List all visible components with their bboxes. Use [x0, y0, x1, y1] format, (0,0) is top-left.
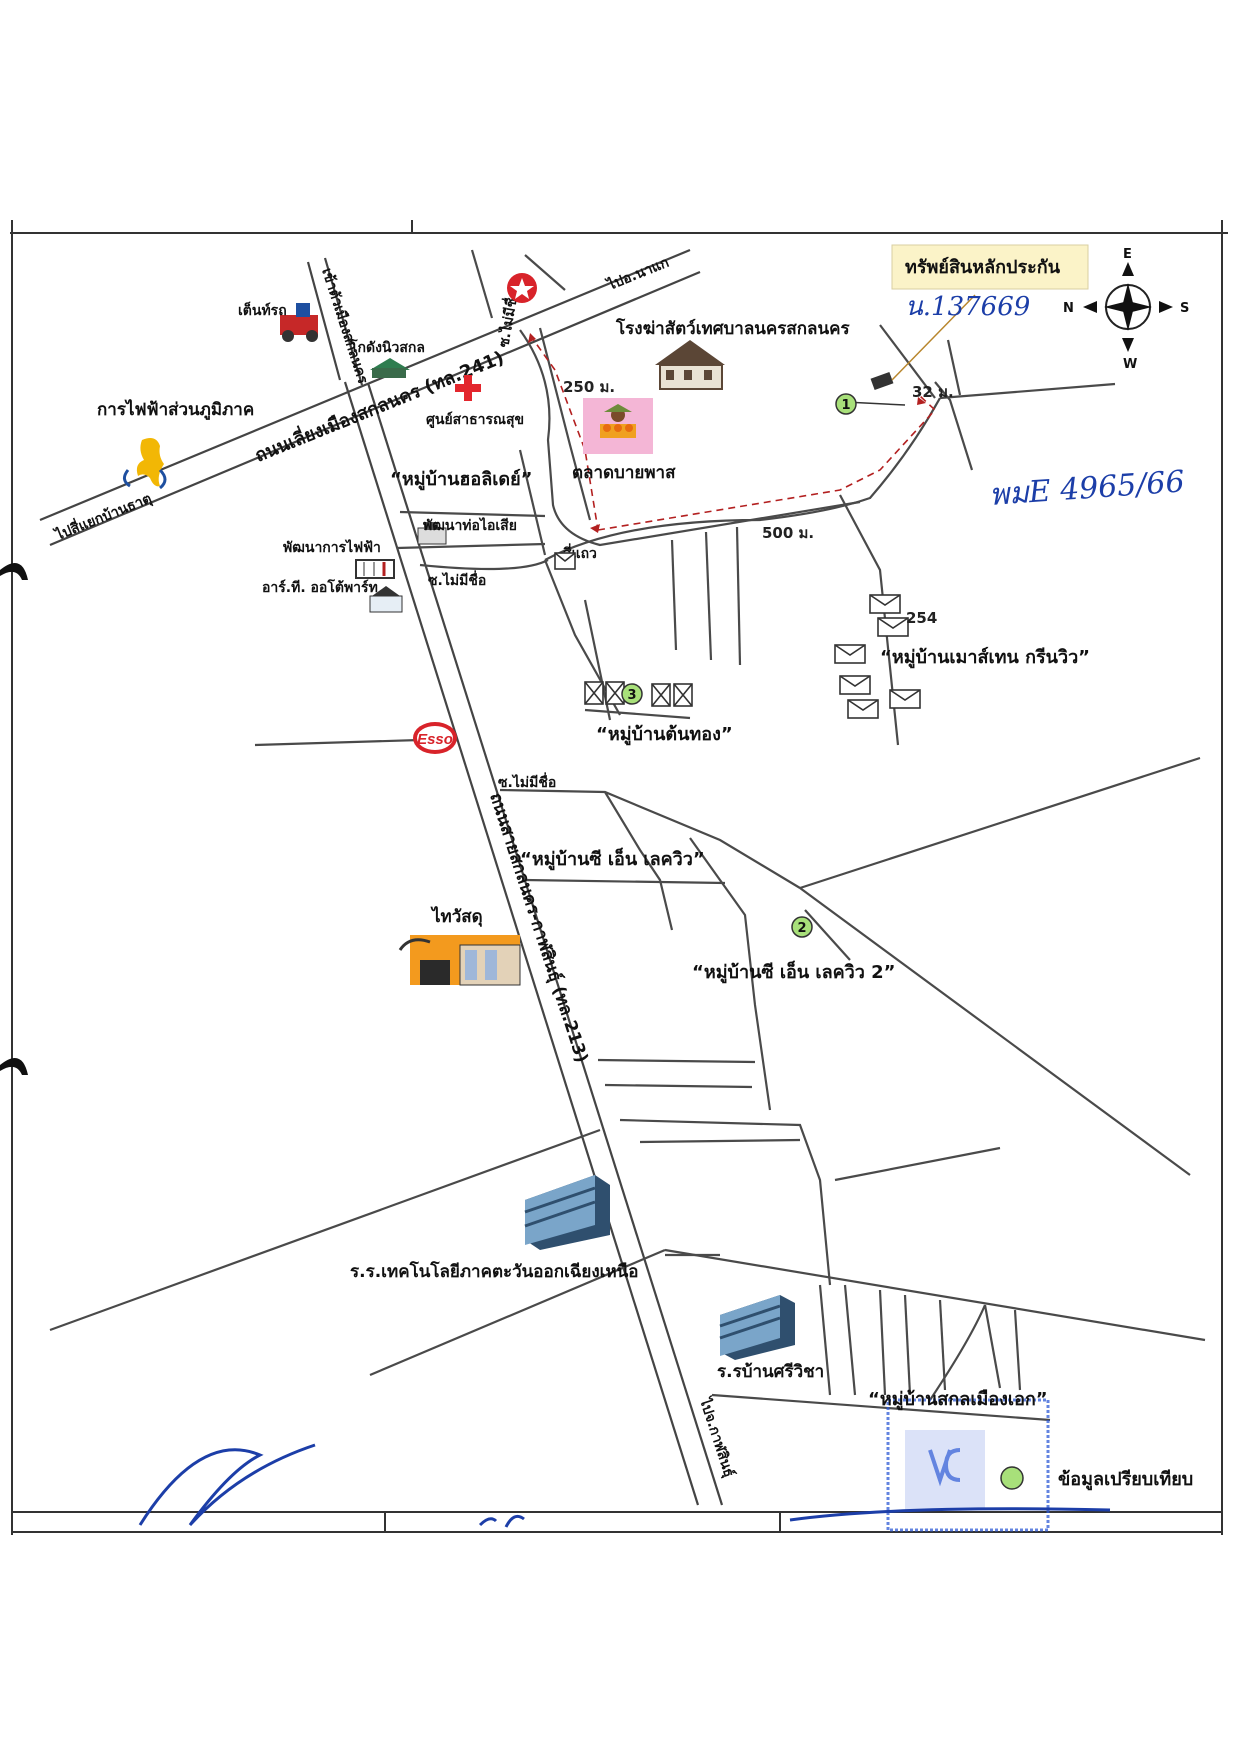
- compass-n: N: [1063, 301, 1074, 316]
- road-label-soi-3: ซ.ไม่มีชื่อ: [498, 772, 556, 791]
- exhaust-shop-icon: [417, 522, 447, 545]
- signature-strokes: [138, 1443, 1111, 1528]
- road-label-to-kalasin: ไปจ.กาฬสินธุ์: [696, 1394, 739, 1479]
- distance-32m: 32 ม.: [912, 383, 954, 401]
- distance-250m: 250 ม.: [563, 378, 615, 396]
- house-icon: [869, 594, 901, 614]
- market-vendor-icon: [583, 398, 653, 454]
- distance-500m: 500 ม.: [762, 524, 814, 542]
- label-comparison: ข้อมูลเปรียบเทียบ: [1058, 1469, 1193, 1491]
- road-label-highway-213: ถนนสายสกลนคร-กาฬสินธุ์ (ทล.213): [485, 790, 592, 1065]
- blue-stamp: [886, 1398, 1050, 1532]
- esso-logo-icon: Esso: [413, 722, 457, 754]
- map-frame: [10, 220, 1228, 1535]
- label-sewer: พัฒนาท่อไอเสีย: [423, 516, 517, 534]
- tractor-icon: [280, 303, 318, 342]
- slaughterhouse-building-icon: [655, 340, 725, 390]
- house-icon: [605, 681, 625, 705]
- label-warehouse: โกดังนิวสกล: [349, 338, 425, 356]
- comparison-marker: [1000, 1466, 1024, 1490]
- college-building-icon: [524, 1175, 610, 1250]
- binder-marks: [0, 562, 28, 1075]
- label-village-cn-lakeview-2: “หมู่บ้านซี เอ็น เลควิว 2”: [692, 960, 895, 984]
- star-gas-station-icon: [507, 273, 537, 303]
- access-route: [528, 333, 937, 533]
- house-icon: [651, 683, 671, 707]
- esso-text: Esso: [417, 731, 453, 748]
- power-development-shop-icon: [355, 559, 395, 579]
- label-pea: การไฟฟ้าส่วนภูมิภาค: [97, 399, 254, 421]
- thaiwatsadu-store-icon: [398, 935, 521, 986]
- auto-parts-shop-icon: [369, 586, 403, 613]
- label-village-cn-lakeview: “หมู่บ้านซี เอ็น เลควิว”: [520, 847, 705, 871]
- compass-rose-icon: N E S W: [1063, 247, 1189, 372]
- deed-number-handwritten: น.137669: [905, 292, 1030, 322]
- reference-number-handwritten: พมE 4965/66: [988, 464, 1186, 513]
- compass-e: E: [1123, 247, 1132, 262]
- label-village-tonthong: “หมู่บ้านต้นทอง”: [596, 724, 733, 746]
- compass-s: S: [1180, 301, 1189, 316]
- road-label-soi-2: ซ.ไม่มีชื่อ: [428, 570, 486, 589]
- label-tractor-shop: เต็นท์รถ: [238, 301, 287, 319]
- marker-1: 1: [835, 393, 857, 415]
- house-icon: [834, 644, 866, 664]
- label-tech-college: ร.ร.เทคโนโลยีภาคตะวันออกเฉียงเหนือ: [350, 1261, 639, 1282]
- compass-w: W: [1123, 357, 1137, 372]
- collateral-title-box: ทรัพย์สินหลักประกัน: [891, 244, 1089, 290]
- label-health-center: ศูนย์สาธารณสุข: [426, 411, 524, 428]
- house-icon: [889, 689, 921, 709]
- collateral-title: ทรัพย์สินหลักประกัน: [905, 256, 1061, 278]
- house-icon: [584, 681, 604, 705]
- house-plot-icons: [554, 552, 921, 719]
- house-number-254: 254: [906, 609, 937, 627]
- label-village-holiday: “หมู่บ้านฮอลิเดย์”: [390, 468, 532, 491]
- label-school-srivicha: ร.รบ้านศรีวิชา: [717, 1361, 824, 1382]
- label-village-sakon-muang-ek: “หมู่บ้านสกลเมืองเอก”: [868, 1389, 1048, 1411]
- label-market: ตลาดบายพาส: [572, 463, 676, 483]
- road-network: [39, 248, 1206, 1506]
- marker-2: 2: [791, 916, 813, 938]
- pea-thailand-map-icon: [123, 438, 167, 490]
- label-autopart: อาร์.ที. ออโต้พาร์ท: [262, 578, 378, 596]
- road-label-to-ban-that: ไปสี่แยกบ้านธาตุ: [51, 488, 155, 545]
- house-icon: [554, 552, 576, 570]
- marker-3: 3: [621, 683, 643, 705]
- house-icon: [839, 675, 871, 695]
- red-cross-icon: [455, 375, 481, 401]
- marker-2-number: 2: [797, 921, 806, 936]
- marker-3-number: 3: [627, 688, 636, 703]
- label-thaiwatsadu: ไทวัสดุ: [430, 906, 483, 927]
- house-icon: [877, 617, 909, 637]
- marker-1-number: 1: [841, 398, 850, 413]
- label-slaughterhouse: โรงฆ่าสัตว์เทศบาลนครสกลนคร: [615, 318, 850, 339]
- label-village-mountain: “หมู่บ้านเมาส์เทน กรีนวิว”: [880, 646, 1090, 669]
- road-label-highway-241: ถนนเลี่ยงเมืองสกลนคร (ทล.241): [251, 345, 507, 467]
- warehouse-icon: [370, 358, 410, 378]
- house-icon: [673, 683, 693, 707]
- school-building-icon: [719, 1295, 795, 1360]
- house-icon: [847, 699, 879, 719]
- label-power-dev: พัฒนาการไฟฟ้า: [283, 538, 381, 556]
